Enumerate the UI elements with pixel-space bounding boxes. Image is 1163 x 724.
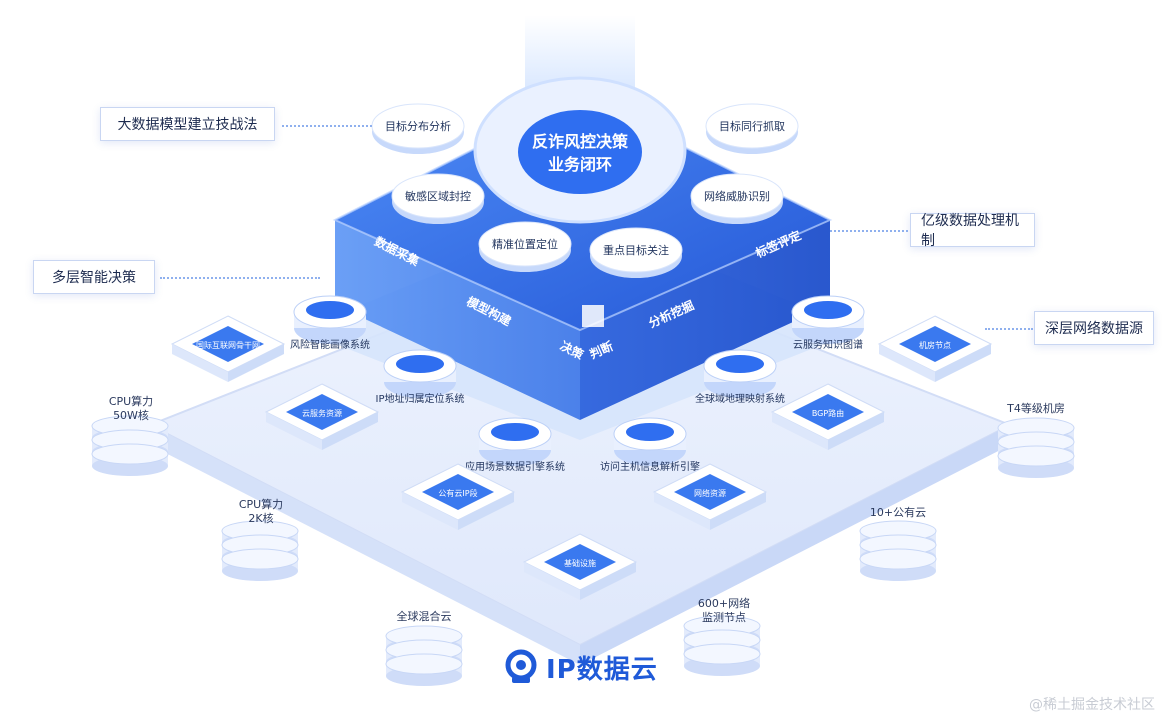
base-tile-label: BGP路由 (812, 408, 844, 418)
top-node: 敏感区域封控 (391, 173, 485, 224)
base-tile: BGP路由 (770, 383, 886, 450)
top-node: 目标分布分析 (371, 103, 465, 154)
cube-right-side (580, 220, 830, 420)
brand-icon (505, 649, 537, 683)
callout-connector (830, 230, 908, 232)
base-tile: 机房节点 (877, 315, 993, 382)
stack-label-nodes600: 600+网络 监测节点 (697, 597, 751, 624)
top-node-label: 网络威胁识别 (704, 189, 770, 203)
mid-node-label: 云服务知识图谱 (793, 338, 863, 351)
server-stack (221, 520, 299, 581)
top-node-label: 目标分布分析 (385, 119, 451, 133)
stack-label-cpu50w: CPU算力 50W核 (108, 395, 154, 422)
mid-node: IP地址归属定位系统 (376, 349, 465, 405)
top-node-label: 目标同行抓取 (719, 119, 785, 133)
top-node: 网络威胁识别 (690, 173, 784, 224)
watermark: @稀土掘金技术社区 (1029, 697, 1155, 713)
server-stack (91, 415, 169, 476)
top-node: 精准位置定位 (478, 221, 572, 272)
base-tile-label: 国际互联网骨干网 (196, 341, 260, 350)
callout-multilayer-decision: 多层智能决策 (33, 260, 155, 294)
callout-billion-data: 亿级数据处理机制 (910, 213, 1035, 249)
brand-logo: IP数据云 (502, 648, 658, 686)
stack-label-cloud10: 10+公有云 (869, 506, 927, 519)
base-tile: 国际互联网骨干网 (170, 315, 286, 382)
top-node-label: 精准位置定位 (492, 237, 558, 251)
mid-node-label: 访问主机信息解析引擎 (600, 460, 700, 473)
top-node: 目标同行抓取 (705, 103, 799, 154)
base-tile-label: 公有云IP段 (438, 488, 477, 498)
stack-label-t4: T4等级机房 (1007, 402, 1065, 415)
callout-deep-network: 深层网络数据源 (1034, 311, 1154, 345)
callout-connector (160, 277, 320, 279)
corner-cube (798, 170, 822, 194)
base-tile-label: 基础设施 (564, 558, 596, 568)
top-node-label: 敏感区域封控 (405, 189, 471, 203)
center-disc-inner (518, 110, 642, 194)
server-stack (385, 625, 463, 686)
mid-node-label: 全球域地理映射系统 (695, 392, 785, 405)
callout-connector (282, 125, 372, 127)
mid-node-label: 应用场景数据引擎系统 (465, 460, 565, 473)
server-stack (859, 520, 937, 581)
mid-node: 云服务知识图谱 (791, 295, 865, 351)
mid-node-label: IP地址归属定位系统 (376, 392, 465, 405)
base-tile: 公有云IP段 (400, 463, 516, 530)
base-tile-label: 网络资源 (694, 488, 726, 498)
corner-cube (582, 305, 604, 327)
server-stacks (91, 415, 1075, 686)
base-platform-edge (150, 425, 580, 665)
cube-left-side (335, 220, 580, 420)
mid-node: 全球域地理映射系统 (695, 349, 785, 405)
mid-node: 应用场景数据引擎系统 (465, 417, 565, 473)
brand-name: IP数据云 (546, 654, 658, 685)
top-node: 重点目标关注 (589, 227, 683, 278)
base-tile: 网络资源 (652, 463, 768, 530)
center-title-line2: 业务闭环 (548, 155, 612, 174)
callout-model-tactics: 大数据模型建立技战法 (100, 107, 275, 141)
top-node-label: 重点目标关注 (603, 243, 669, 257)
base-platform-edge-right (580, 425, 1010, 665)
server-stack (997, 417, 1075, 478)
mid-node: 访问主机信息解析引擎 (600, 417, 700, 473)
mid-node: 风险智能画像系统 (290, 295, 370, 351)
stack-label-cpu2k: CPU算力 2K核 (238, 498, 284, 525)
stack-label-global: 全球混合云 (396, 610, 452, 623)
base-tile: 基础设施 (522, 533, 638, 600)
center-title-line1: 反诈风控决策 (532, 132, 629, 151)
mid-nodes: 风险智能画像系统 云服务知识图谱 IP地址归属定位系统 全球域地理映射系统应用场景数据… (290, 295, 865, 473)
base-tile-label: 云服务资源 (302, 408, 342, 418)
mid-node-label: 风险智能画像系统 (290, 338, 370, 351)
base-tile: 云服务资源 (264, 383, 380, 450)
callout-connector (985, 328, 1033, 330)
base-tile-label: 机房节点 (919, 340, 951, 350)
corner-cube (345, 165, 369, 189)
server-stack (683, 615, 761, 676)
